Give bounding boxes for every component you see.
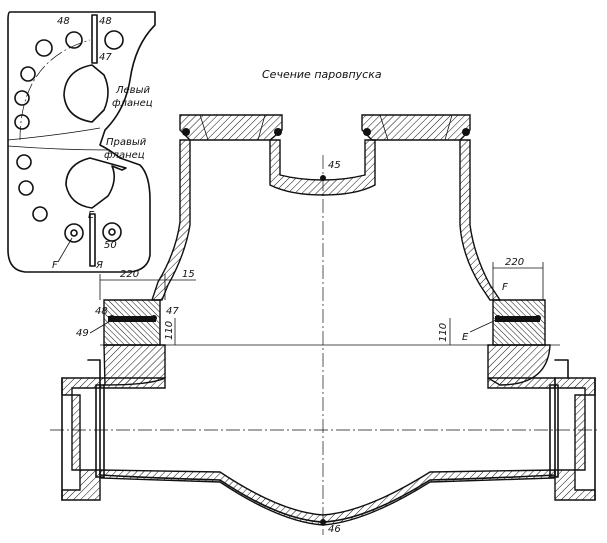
left-flange-line1: Левый — [115, 85, 150, 96]
position-48: 48 — [95, 306, 108, 317]
inset-label-f: F — [52, 260, 58, 271]
dim-15: 15 — [182, 269, 195, 280]
inset-label-48b: 48 — [99, 16, 112, 27]
position-e: E — [462, 332, 469, 343]
inset-labels: 48 48 47 Левый фланец Правый фланец E 50… — [52, 16, 153, 271]
right-flange-line2: фланец — [104, 150, 145, 161]
position-45: 45 — [328, 160, 341, 171]
flange-inset — [7, 11, 156, 273]
inset-label-48: 48 — [57, 16, 70, 27]
dim-220-left: 220 — [120, 269, 139, 280]
bolt-holes — [14, 30, 124, 243]
left-flange-line2: фланец — [112, 98, 153, 109]
inset-label-47: 47 — [99, 52, 112, 63]
dim-110-left: 110 — [164, 321, 175, 340]
inset-label-e: E — [88, 210, 95, 221]
position-49: 49 — [76, 328, 89, 339]
right-flange-line1: Правый — [106, 137, 147, 148]
dim-220-right: 220 — [505, 257, 524, 268]
section-title: Сечение паровпуска — [262, 68, 382, 81]
dim-110-right: 110 — [438, 323, 449, 342]
inset-label-50: 50 — [104, 240, 117, 251]
inset-label-ja: Я — [95, 260, 103, 271]
position-47: 47 — [166, 306, 179, 317]
position-f: F — [502, 282, 508, 293]
position-46: 46 — [328, 524, 341, 535]
main-section: 45 46 — [50, 114, 600, 535]
